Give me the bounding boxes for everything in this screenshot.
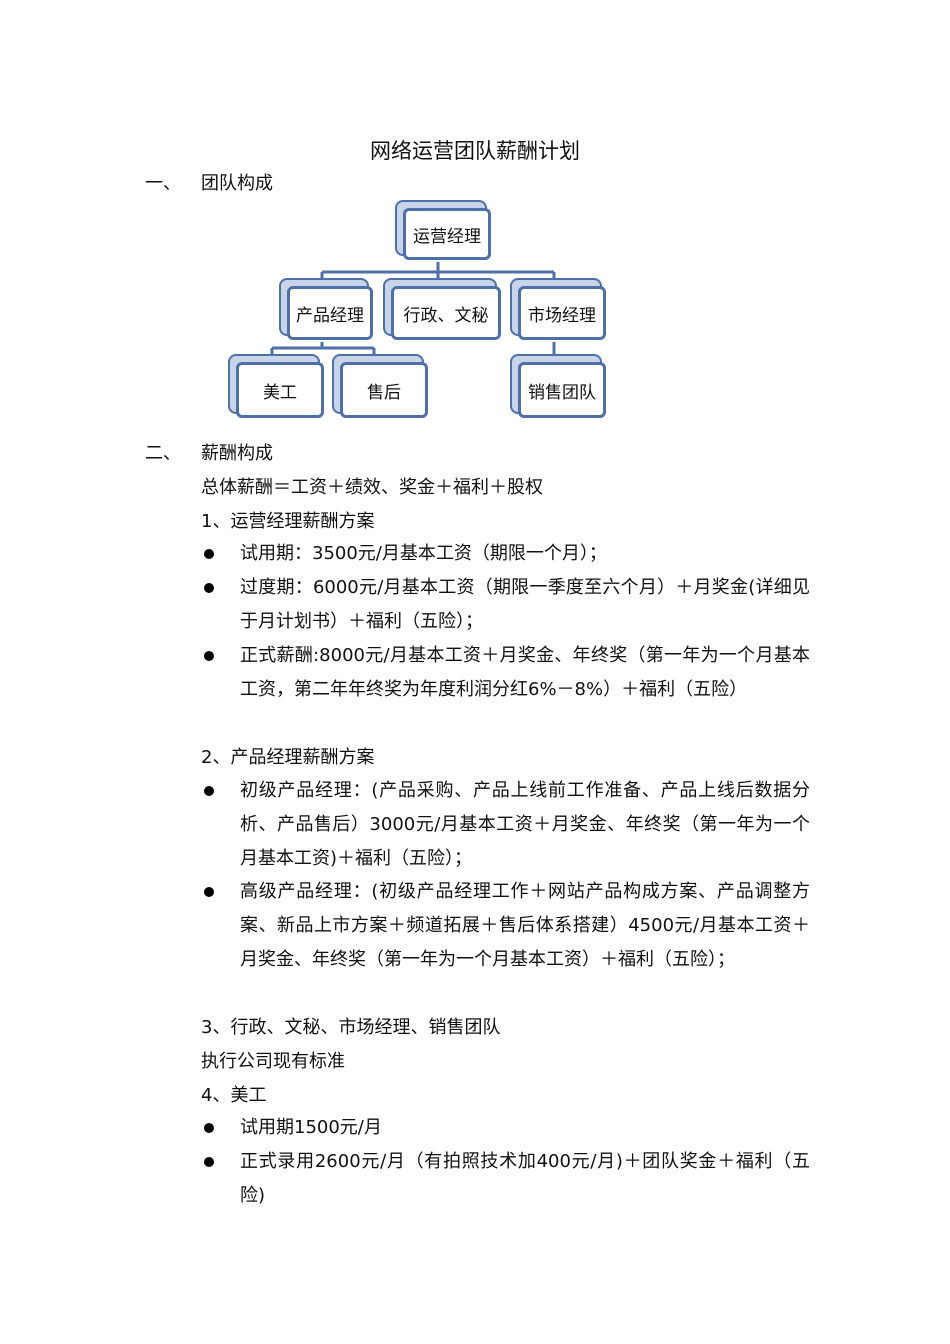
plan-1-item: 正式薪酬:8000元/月基本工资＋月奖金、年终奖（第一年为一个月基本工资，第二年… — [240, 645, 810, 700]
document-title: 网络运营团队薪酬计划 — [370, 139, 580, 163]
plan-4-item: 试用期1500元/月 — [240, 1117, 382, 1138]
org-node-label: 售后 — [367, 382, 401, 403]
org-node-sales-team: 销售团队 — [518, 362, 606, 418]
org-node-label: 美工 — [263, 382, 297, 403]
bullet-dot — [204, 1123, 214, 1133]
section-1-number: 一、 — [145, 173, 181, 194]
salary-formula: 总体薪酬＝工资＋绩效、奖金＋福利＋股权 — [201, 477, 543, 498]
plan-1-item: 试用期：3500元/月基本工资（期限一个月）； — [240, 543, 607, 564]
plan-2-item: 高级产品经理：(初级产品经理工作＋网站产品构成方案、产品调整方案、新品上市方案＋… — [240, 881, 810, 970]
plan-3-text: 执行公司现有标准 — [201, 1051, 345, 1072]
bullet-dot — [204, 1157, 214, 1167]
org-node-root: 运营经理 — [403, 208, 491, 260]
bullet-dot — [204, 786, 214, 796]
plan-4-heading: 4、美工 — [201, 1085, 267, 1106]
plan-4-item: 正式录用2600元/月（有拍照技术加400元/月)＋团队奖金＋福利（五险) — [240, 1151, 810, 1206]
bullet-dot — [204, 651, 214, 661]
org-node-label: 行政、文秘 — [403, 305, 489, 326]
section-1-heading: 团队构成 — [201, 173, 273, 194]
org-node-market-manager: 市场经理 — [518, 286, 606, 340]
bullet-dot — [204, 583, 214, 593]
bullet-dot — [204, 549, 214, 559]
org-node-label: 销售团队 — [528, 382, 596, 403]
bullet-dot — [204, 887, 214, 897]
org-node-product-manager: 产品经理 — [287, 286, 373, 340]
plan-2-item: 初级产品经理：(产品采购、产品上线前工作准备、产品上线后数据分析、产品售后）30… — [240, 780, 810, 869]
plan-1-heading: 1、运营经理薪酬方案 — [201, 511, 375, 532]
org-node-artist: 美工 — [236, 362, 324, 418]
org-node-root-label: 运营经理 — [413, 226, 481, 247]
org-node-label: 产品经理 — [296, 305, 364, 326]
section-2-heading: 薪酬构成 — [201, 443, 273, 464]
org-node-admin-secretary: 行政、文秘 — [391, 286, 501, 340]
section-2-number: 二、 — [145, 443, 181, 464]
org-node-after-sales: 售后 — [340, 362, 428, 418]
plan-3-heading: 3、行政、文秘、市场经理、销售团队 — [201, 1017, 501, 1038]
plan-2-heading: 2、产品经理薪酬方案 — [201, 747, 375, 768]
org-node-label: 市场经理 — [528, 305, 596, 326]
plan-1-item: 过度期：6000元/月基本工资（期限一季度至六个月）＋月奖金(详细见于月计划书）… — [240, 577, 810, 632]
